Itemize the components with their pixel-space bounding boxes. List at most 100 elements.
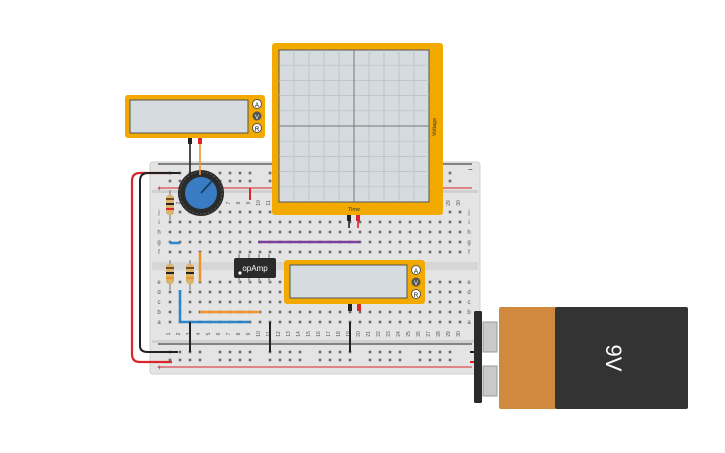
breadboard-hole[interactable] xyxy=(368,230,372,234)
breadboard-hole[interactable] xyxy=(228,300,232,304)
breadboard-hole[interactable] xyxy=(458,290,462,294)
breadboard-hole[interactable] xyxy=(268,230,272,234)
breadboard-hole[interactable] xyxy=(378,250,382,254)
breadboard-hole[interactable] xyxy=(298,220,302,224)
breadboard-hole[interactable] xyxy=(408,320,412,324)
breadboard-hole[interactable] xyxy=(218,230,222,234)
breadboard-hole[interactable] xyxy=(428,220,432,224)
breadboard-hole[interactable] xyxy=(238,171,242,175)
breadboard-hole[interactable] xyxy=(198,220,202,224)
breadboard-hole[interactable] xyxy=(278,350,282,354)
breadboard-hole[interactable] xyxy=(398,250,402,254)
breadboard-hole[interactable] xyxy=(398,358,402,362)
breadboard-hole[interactable] xyxy=(238,290,242,294)
breadboard-hole[interactable] xyxy=(338,220,342,224)
breadboard-hole[interactable] xyxy=(348,220,352,224)
oscilloscope[interactable]: Time Voltage xyxy=(272,43,443,228)
breadboard-hole[interactable] xyxy=(448,320,452,324)
breadboard-hole[interactable] xyxy=(308,320,312,324)
breadboard-hole[interactable] xyxy=(448,310,452,314)
breadboard-hole[interactable] xyxy=(178,220,182,224)
resistor-3[interactable] xyxy=(186,260,194,290)
breadboard-hole[interactable] xyxy=(458,210,462,214)
breadboard-hole[interactable] xyxy=(448,250,452,254)
breadboard-hole[interactable] xyxy=(418,230,422,234)
breadboard-hole[interactable] xyxy=(448,230,452,234)
breadboard-hole[interactable] xyxy=(248,350,252,354)
breadboard-hole[interactable] xyxy=(228,210,232,214)
breadboard-hole[interactable] xyxy=(208,300,212,304)
breadboard-hole[interactable] xyxy=(448,220,452,224)
breadboard-hole[interactable] xyxy=(368,358,372,362)
breadboard-hole[interactable] xyxy=(238,250,242,254)
breadboard-hole[interactable] xyxy=(288,250,292,254)
breadboard-hole[interactable] xyxy=(238,240,242,244)
breadboard-hole[interactable] xyxy=(198,240,202,244)
breadboard-hole[interactable] xyxy=(428,350,432,354)
breadboard-hole[interactable] xyxy=(188,310,192,314)
breadboard-hole[interactable] xyxy=(228,250,232,254)
breadboard-hole[interactable] xyxy=(248,220,252,224)
breadboard-hole[interactable] xyxy=(458,280,462,284)
multimeter-top-button-v[interactable]: V xyxy=(255,115,259,121)
breadboard-hole[interactable] xyxy=(318,320,322,324)
breadboard-hole[interactable] xyxy=(338,320,342,324)
oscilloscope-red-lead[interactable] xyxy=(356,215,360,221)
multimeter-mid-button-r[interactable]: R xyxy=(414,293,419,299)
breadboard-hole[interactable] xyxy=(208,290,212,294)
breadboard-hole[interactable] xyxy=(318,310,322,314)
red-wire-left[interactable] xyxy=(130,171,172,364)
breadboard-hole[interactable] xyxy=(378,220,382,224)
breadboard-hole[interactable] xyxy=(308,310,312,314)
breadboard-hole[interactable] xyxy=(438,250,442,254)
breadboard-hole[interactable] xyxy=(278,300,282,304)
breadboard-hole[interactable] xyxy=(428,250,432,254)
breadboard-hole[interactable] xyxy=(428,290,432,294)
breadboard-hole[interactable] xyxy=(328,220,332,224)
breadboard-hole[interactable] xyxy=(238,230,242,234)
breadboard-hole[interactable] xyxy=(318,220,322,224)
breadboard-hole[interactable] xyxy=(338,230,342,234)
breadboard-hole[interactable] xyxy=(298,350,302,354)
breadboard-hole[interactable] xyxy=(168,310,172,314)
breadboard-hole[interactable] xyxy=(238,210,242,214)
breadboard-hole[interactable] xyxy=(168,290,172,294)
battery-9v[interactable]: 9V xyxy=(474,307,688,409)
breadboard-hole[interactable] xyxy=(438,350,442,354)
breadboard-hole[interactable] xyxy=(178,179,182,183)
breadboard-hole[interactable] xyxy=(378,240,382,244)
breadboard-hole[interactable] xyxy=(418,310,422,314)
breadboard-hole[interactable] xyxy=(348,250,352,254)
breadboard-hole[interactable] xyxy=(328,230,332,234)
breadboard-hole[interactable] xyxy=(248,250,252,254)
breadboard-hole[interactable] xyxy=(348,310,352,314)
breadboard-hole[interactable] xyxy=(348,230,352,234)
breadboard-hole[interactable] xyxy=(168,220,172,224)
breadboard-hole[interactable] xyxy=(428,310,432,314)
breadboard-hole[interactable] xyxy=(168,230,172,234)
breadboard-hole[interactable] xyxy=(448,358,452,362)
breadboard-hole[interactable] xyxy=(448,179,452,183)
breadboard-hole[interactable] xyxy=(228,230,232,234)
multimeter-top-buttons[interactable]: A V R xyxy=(252,99,262,134)
breadboard-hole[interactable] xyxy=(428,240,432,244)
breadboard-hole[interactable] xyxy=(298,358,302,362)
breadboard-hole[interactable] xyxy=(438,280,442,284)
breadboard-hole[interactable] xyxy=(298,250,302,254)
potentiometer[interactable] xyxy=(178,170,224,216)
breadboard-hole[interactable] xyxy=(228,171,232,175)
breadboard-hole[interactable] xyxy=(438,320,442,324)
breadboard-hole[interactable] xyxy=(398,310,402,314)
breadboard-hole[interactable] xyxy=(238,220,242,224)
breadboard-hole[interactable] xyxy=(248,179,252,183)
multimeter-mid-red-lead[interactable] xyxy=(357,304,361,311)
breadboard-hole[interactable] xyxy=(258,290,262,294)
breadboard-hole[interactable] xyxy=(188,358,192,362)
breadboard-hole[interactable] xyxy=(388,220,392,224)
breadboard-hole[interactable] xyxy=(418,220,422,224)
breadboard-hole[interactable] xyxy=(328,310,332,314)
breadboard-hole[interactable] xyxy=(168,179,172,183)
breadboard-hole[interactable] xyxy=(438,240,442,244)
breadboard-hole[interactable] xyxy=(378,358,382,362)
breadboard-hole[interactable] xyxy=(318,350,322,354)
